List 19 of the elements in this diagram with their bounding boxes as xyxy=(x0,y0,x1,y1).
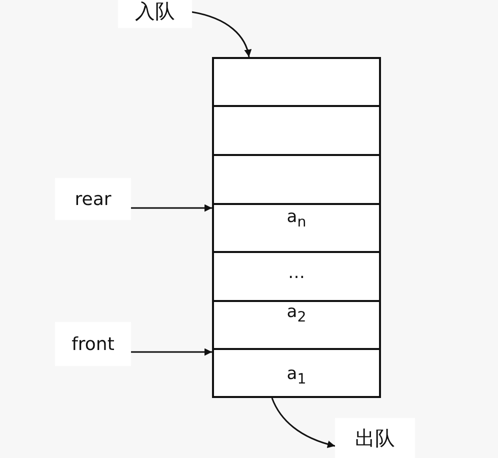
cell-text: a$_{1}$ xyxy=(286,364,306,388)
arrow xyxy=(192,11,252,58)
cell-text: … xyxy=(288,263,305,283)
stack-cell xyxy=(212,105,381,156)
cell-text: a$_{n}$ xyxy=(286,207,306,230)
stack-cell xyxy=(212,348,381,398)
stack-cell xyxy=(212,154,381,205)
text-label: 入队 xyxy=(118,0,192,28)
arrow xyxy=(271,398,336,448)
arrow xyxy=(131,204,212,212)
stack-cell xyxy=(212,203,381,253)
cell-text: a$_{2}$ xyxy=(286,302,306,326)
text-label: front xyxy=(55,322,131,366)
text-label: rear xyxy=(55,178,131,220)
stack-cell xyxy=(212,300,381,350)
stack-cell xyxy=(212,57,381,107)
text-label: 出队 xyxy=(335,418,415,458)
arrow xyxy=(131,348,212,356)
stack-cell xyxy=(212,251,381,302)
